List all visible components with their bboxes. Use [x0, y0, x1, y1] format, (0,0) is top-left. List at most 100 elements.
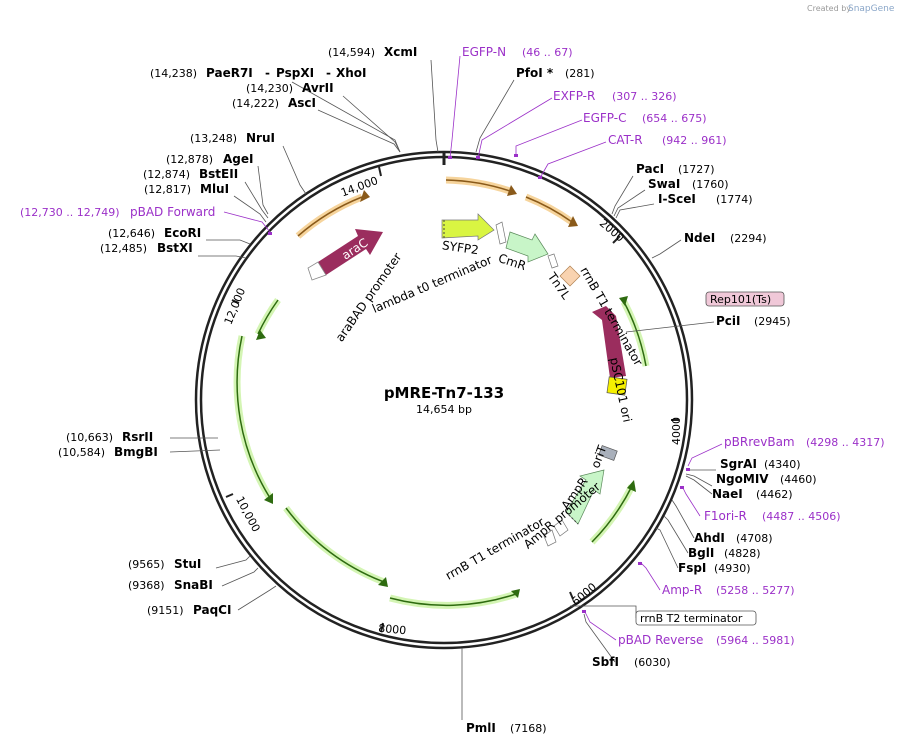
site-pos: (12,878) — [166, 153, 213, 166]
site-name: NgoMIV — [716, 472, 769, 486]
tick-label: 2000 — [597, 217, 627, 245]
cmr-arrow — [505, 231, 549, 263]
site-name: SgrAI — [720, 457, 757, 471]
svg-text:-: - — [326, 66, 331, 80]
primer-range: (5964 .. 5981) — [716, 634, 795, 647]
primer-range: (942 .. 961) — [662, 134, 727, 147]
site-name: SwaI — [648, 177, 680, 191]
primer-name: Amp-R — [662, 583, 702, 597]
site-pos: (10,663) — [66, 431, 113, 444]
outer-features — [233, 176, 650, 609]
site-pos: (9565) — [128, 558, 165, 571]
site-pos: (9151) — [147, 604, 184, 617]
site-name: PacI — [636, 162, 664, 176]
tick-2000 — [612, 235, 621, 244]
site-pos: (4828) — [724, 547, 761, 560]
site-name: AscI — [288, 96, 316, 110]
site-pos: (10,584) — [58, 446, 105, 459]
snapgene-logo: SnapGene — [848, 4, 895, 14]
site-name: BmgBI — [114, 445, 158, 459]
tick-label: 8000 — [378, 622, 407, 637]
ampr-arrow — [565, 469, 605, 525]
credit-text: Created by — [807, 4, 851, 13]
plasmid-size: 14,654 bp — [416, 403, 472, 416]
primer-range: (46 .. 67) — [522, 46, 573, 59]
tick-12000 — [231, 299, 240, 304]
site-pos: (12,874) — [143, 168, 190, 181]
site-pos: (12,485) — [100, 242, 147, 255]
site-name: PaeR7I — [206, 66, 253, 80]
rep101-label-box — [705, 291, 785, 307]
site-pos: (9368) — [128, 579, 165, 592]
site-name: EcoRI — [164, 226, 201, 240]
tick-label: 4000 — [670, 417, 683, 445]
site-name: PmlI — [466, 721, 496, 735]
tick-6000 — [569, 591, 574, 600]
site-name: AgeI — [223, 152, 253, 166]
plasmid-title: pMRE-Tn7-133 — [384, 384, 504, 402]
tick-marks — [225, 166, 679, 633]
primer-leaders — [223, 55, 723, 641]
rrnb-t2-label: rrnB T2 terminator — [640, 612, 743, 625]
syfp2-arrow — [441, 213, 495, 241]
site-pos: (1760) — [692, 178, 729, 191]
primer-range: (12,730 .. 12,749) — [20, 206, 120, 219]
inner-features: araC — [307, 213, 628, 547]
site-name: BglI — [688, 546, 714, 560]
arac-arrow — [318, 229, 383, 275]
site-pos: (14,594) — [328, 46, 375, 59]
site-labels: (14,594) XcmI (14,238) PaeR7I - PspXI - … — [58, 45, 817, 735]
ampr-promoter-label: AmpR promoter — [521, 480, 603, 552]
primer-range: (5258 .. 5277) — [716, 584, 795, 597]
site-name: PaqCI — [193, 603, 231, 617]
site-name: SbfI — [592, 655, 619, 669]
site-pos: (12,817) — [144, 183, 191, 196]
site-pos: (14,238) — [150, 67, 197, 80]
syfp2-label: SYFP2 — [441, 238, 479, 257]
primer-name: pBAD Forward — [130, 205, 215, 219]
site-name: BstEII — [199, 167, 238, 181]
tn7l-box — [559, 265, 581, 287]
site-pos: (4708) — [736, 532, 773, 545]
primer-range: (4487 .. 4506) — [762, 510, 841, 523]
primer-range: (307 .. 326) — [612, 90, 677, 103]
site-pos: (4462) — [756, 488, 793, 501]
tick-10000 — [225, 493, 234, 498]
rep101-arrow — [592, 300, 626, 378]
site-name: I-SceI — [658, 192, 696, 206]
site-pos: (2945) — [754, 315, 791, 328]
site-name: NdeI — [684, 231, 715, 245]
primer-name: EXFP-R — [553, 89, 595, 103]
site-name: MluI — [200, 182, 229, 196]
site-name: NruI — [246, 131, 275, 145]
site-name: XhoI — [336, 66, 367, 80]
site-pos: (2294) — [730, 232, 767, 245]
site-name: RsrII — [122, 430, 153, 444]
site-name: NaeI — [712, 487, 743, 501]
site-name: PciI — [716, 314, 741, 328]
primer-name: EGFP-C — [583, 111, 626, 125]
primer-range: (654 .. 675) — [642, 112, 707, 125]
tick-14000 — [378, 166, 382, 177]
primer-labels: EGFP-N (46 .. 67) EXFP-R (307 .. 326) EG… — [20, 45, 885, 647]
site-pos: (14,230) — [246, 82, 293, 95]
site-pos: (281) — [565, 67, 595, 80]
site-name: PfoI * — [516, 66, 554, 80]
site-pos: (13,248) — [190, 132, 237, 145]
primer-name: EGFP-N — [462, 45, 506, 59]
site-pos: (4930) — [714, 562, 751, 575]
site-name: XcmI — [384, 45, 417, 59]
rrnb-t2-label-box — [635, 610, 757, 626]
site-pos: (1727) — [678, 163, 715, 176]
site-name: AvrII — [302, 81, 334, 95]
site-name: AhdI — [694, 531, 725, 545]
psc101-ori-box — [606, 376, 628, 396]
site-pos: (1774) — [716, 193, 753, 206]
site-pos: (6030) — [634, 656, 671, 669]
primer-marks — [268, 154, 690, 613]
rep101-label: Rep101(Ts) — [710, 293, 771, 306]
primer-name: pBRrevBam — [724, 435, 795, 449]
primer-name: F1ori-R — [704, 509, 747, 523]
primer-name: CAT-R — [608, 133, 643, 147]
